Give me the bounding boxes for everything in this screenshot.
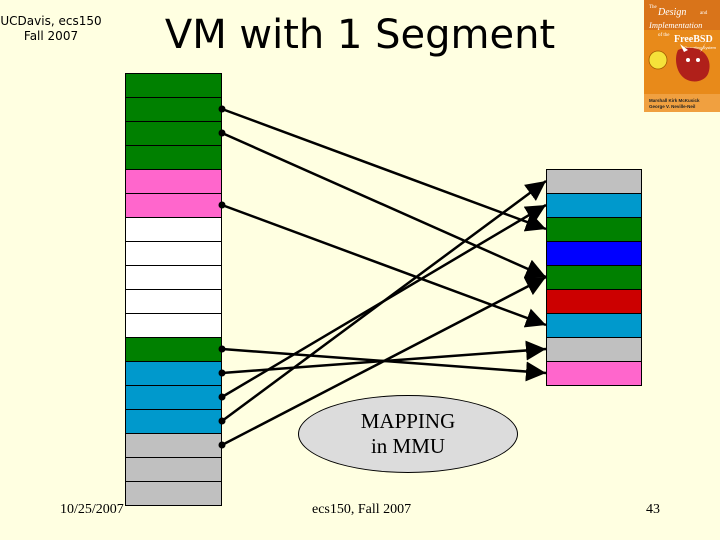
mapping-origin-dot (218, 129, 226, 137)
virtual-page-slot (125, 265, 222, 290)
book-title-line4: of the (658, 33, 670, 38)
virtual-page-slot (125, 241, 222, 266)
virtual-page-slot (125, 433, 222, 458)
physical-frame-slot (546, 361, 642, 386)
course-label-line1: UCDavis, ecs150 (0, 14, 102, 28)
book-seal-icon (648, 50, 668, 70)
mapping-origin-dot (218, 201, 226, 209)
virtual-memory-stack (125, 73, 222, 506)
book-small-text: The (649, 5, 658, 10)
book-title-line1: Design (657, 7, 686, 18)
mapping-origin-dot (218, 105, 226, 113)
mmu-ellipse: MAPPING in MMU (298, 395, 518, 473)
mapping-arrow (221, 275, 547, 447)
mmu-label-line2: in MMU (370, 434, 446, 458)
virtual-page-slot (125, 337, 222, 362)
book-authors-line2: George V. Neville-Neil (649, 104, 695, 109)
book-title-line3: Implementation (648, 20, 702, 30)
footer-course: ecs150, Fall 2007 (312, 502, 412, 517)
mapping-origin-dot (218, 369, 226, 377)
mapping-origin-dot (218, 441, 226, 449)
book-subtitle: Operating System (684, 45, 717, 50)
mmu-label-line1: MAPPING (360, 409, 456, 433)
slide-title: VM with 1 Segment (164, 12, 556, 58)
physical-memory-stack (546, 169, 642, 386)
daemon-mascot-icon (676, 47, 710, 82)
mapping-arrow (221, 131, 547, 279)
virtual-page-slot (125, 385, 222, 410)
virtual-page-slot (125, 481, 222, 506)
footer-page-number: 43 (646, 502, 660, 517)
footer-date: 10/25/2007 (60, 502, 124, 517)
book-title-line5: FreeBSD (674, 34, 713, 45)
book-cover-image: The Design and Implementation of the Fre… (644, 0, 720, 112)
mapping-arrow (221, 179, 547, 423)
mapping-arrow (221, 203, 547, 328)
book-cover-art: The Design and Implementation of the Fre… (644, 0, 720, 112)
book-title-line2: and (700, 11, 708, 16)
physical-frame-slot (546, 313, 642, 338)
course-label: UCDavis, ecs150 Fall 2007 (0, 14, 102, 44)
mapping-origin-dot (218, 417, 226, 425)
book-authors-line1: Marshall Kirk McKusick (649, 98, 700, 103)
physical-frame-slot (546, 289, 642, 314)
physical-frame-slot (546, 265, 642, 290)
mapping-origin-dot (218, 345, 226, 353)
virtual-page-slot (125, 313, 222, 338)
mapping-origin-dot (218, 393, 226, 401)
physical-frame-slot (546, 169, 642, 194)
mapping-arrow (221, 107, 547, 232)
course-label-line2: Fall 2007 (23, 29, 79, 43)
